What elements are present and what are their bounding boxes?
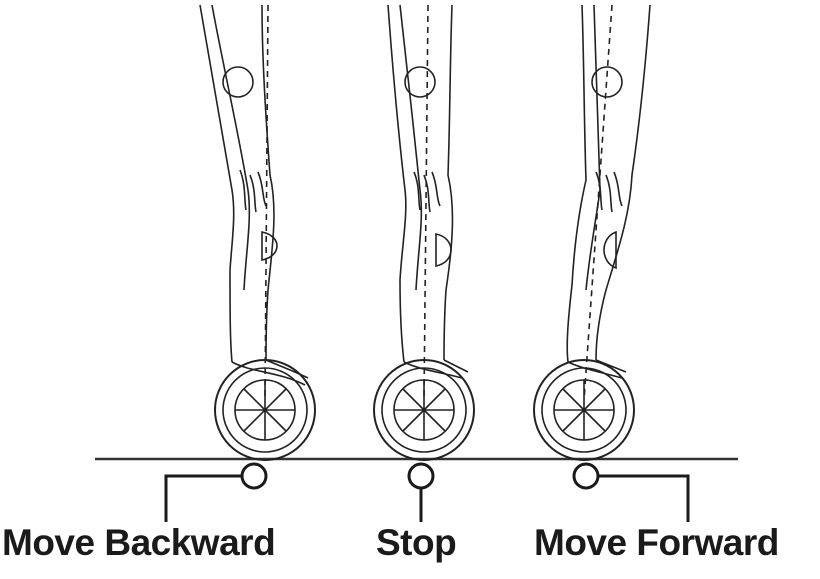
wheel-outer: [214, 359, 316, 461]
wheel-spokes: [235, 380, 295, 440]
foot-outline: [231, 359, 309, 386]
knee-marker: [591, 66, 623, 98]
foot-outline: [567, 359, 627, 379]
wheel-spokes: [394, 380, 454, 440]
foot-outline: [403, 359, 469, 379]
marker-stop: [407, 462, 435, 490]
hand-outline: [239, 169, 267, 213]
wheel-spokes: [554, 380, 614, 440]
leg-inner-line: [585, 4, 601, 291]
calf-marker: [603, 230, 617, 270]
label-move-backward: Move Backward: [2, 522, 276, 563]
calf-marker: [435, 233, 452, 267]
leader-forward: [598, 474, 690, 522]
leg-outline: [199, 4, 235, 363]
wheel-rim: [381, 367, 467, 453]
figure-backward: [199, 4, 316, 461]
calf-marker: [261, 231, 278, 261]
leg-outline: [443, 4, 454, 361]
wheel-outer: [533, 359, 635, 461]
leg-outline: [261, 4, 275, 361]
leg-outline: [595, 4, 651, 361]
hand-outline: [595, 171, 623, 213]
hand-outline: [413, 171, 441, 213]
figure-forward: [533, 4, 651, 461]
figure-stop: [373, 4, 475, 461]
knee-marker: [222, 66, 254, 98]
center-line: [423, 4, 429, 401]
knee-marker: [404, 66, 436, 98]
leg-inner-line: [399, 4, 423, 291]
wheel-rim: [222, 367, 308, 453]
leg-outline: [387, 4, 407, 363]
label-stop: Stop: [376, 522, 457, 563]
leg-outline: [566, 4, 587, 363]
leader-backward: [164, 474, 242, 522]
wheel-outer: [373, 359, 475, 461]
marker-forward: [572, 462, 600, 490]
leg-inner-line: [211, 4, 251, 291]
label-move-forward: Move Forward: [534, 522, 779, 563]
marker-backward: [240, 462, 268, 490]
